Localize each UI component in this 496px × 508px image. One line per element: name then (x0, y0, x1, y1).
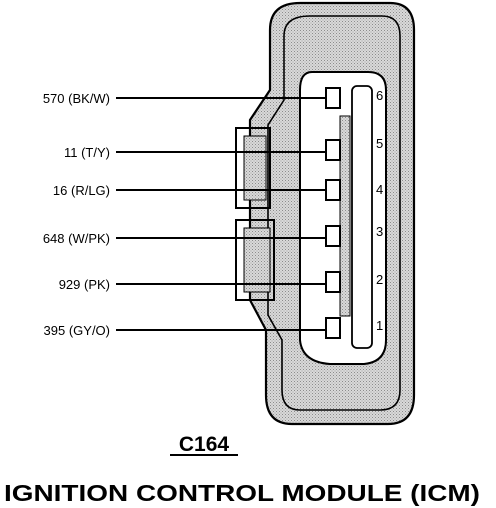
terminal-6 (325, 87, 341, 109)
connector-inner-shell (267, 15, 401, 411)
terminal-5 (325, 139, 341, 161)
pin-number-6: 6 (376, 88, 383, 103)
connector-id: C164 (179, 433, 230, 456)
wire-label-395: 395 (GY/O) (44, 323, 110, 338)
terminal-4 (325, 179, 341, 201)
lock-tab-lower (235, 219, 275, 301)
terminal-2 (325, 271, 341, 293)
terminal-rail (351, 85, 373, 349)
pin-number-2: 2 (376, 272, 383, 287)
wire-label-648: 648 (W/PK) (43, 231, 110, 246)
pin-number-3: 3 (376, 224, 383, 239)
wire-label-929: 929 (PK) (59, 277, 110, 292)
terminal-3 (325, 225, 341, 247)
wire-label-16: 16 (R/LG) (53, 183, 110, 198)
pin-number-5: 5 (376, 136, 383, 151)
module-title: IGNITION CONTROL MODULE (ICM) (4, 480, 480, 506)
terminal-1 (325, 317, 341, 339)
wire-label-11: 11 (T/Y) (64, 145, 110, 160)
pin-number-4: 4 (376, 182, 383, 197)
wire-label-570: 570 (BK/W) (43, 91, 110, 106)
lock-tab-upper (235, 127, 271, 209)
terminal-rail-divider (339, 115, 351, 317)
pin-number-1: 1 (376, 318, 383, 333)
